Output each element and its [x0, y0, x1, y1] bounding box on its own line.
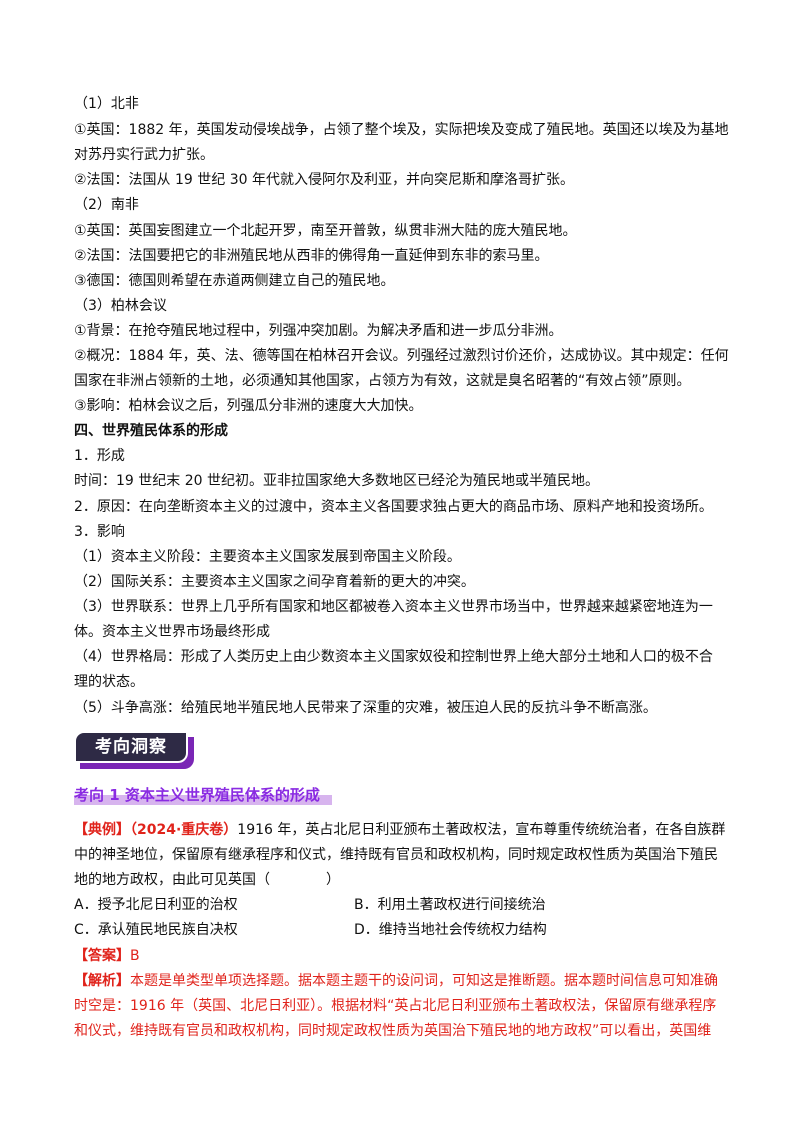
- option-a: A．授予北尼日利亚的治权: [74, 897, 238, 913]
- direction-title: 考向 1 资本主义世界殖民体系的形成: [74, 786, 320, 804]
- paragraph: （1）资本主义阶段：主要资本主义国家发展到帝国主义阶段。: [74, 549, 461, 565]
- paragraph: ②法国：法国要把它的非洲殖民地从西非的佛得角一直延伸到东非的索马里。: [74, 248, 549, 264]
- section-badge: 考向洞察: [74, 731, 200, 771]
- answer-value: B: [130, 948, 140, 964]
- option-b: B．利用土著政权进行间接统治: [354, 897, 546, 913]
- option-d: D．维持当地社会传统权力结构: [354, 922, 547, 938]
- paragraph: 对苏丹实行武力扩张。: [74, 147, 214, 163]
- answer-tag: 【答案】: [74, 948, 130, 964]
- paragraph: （4）世界格局：形成了人类历史上由少数资本主义国家奴役和控制世界上绝大部分土地和…: [74, 649, 713, 665]
- paragraph: ①英国：1882 年，英国发动侵埃战争，占领了整个埃及，实际把埃及变成了殖民地。…: [74, 122, 729, 138]
- question-text: 中的神圣地位，保留原有继承程序和仪式，维持既有官员和政权机构，同时规定政权性质为…: [74, 847, 718, 863]
- badge-box: [74, 731, 188, 763]
- section-heading: 四、世界殖民体系的形成: [74, 423, 228, 439]
- paragraph: 3．影响: [74, 524, 125, 540]
- paragraph: 1．形成: [74, 448, 125, 464]
- analysis-text: 和仪式，维持既有官员和政权机构，同时规定政权性质为英国治下殖民地的地方政权”可以…: [74, 1023, 712, 1039]
- heading-berlin-conference: （3）柏林会议: [74, 298, 167, 314]
- paragraph: ③影响：柏林会议之后，列强瓜分非洲的速度大大加快。: [74, 398, 423, 414]
- analysis-text: 时空是：1916 年（英国、北尼日利亚）。根据材料“英占北尼日利亚颁布土著政权法…: [74, 998, 717, 1014]
- paragraph: （3）世界联系：世界上几乎所有国家和地区都被卷入资本主义世界市场当中，世界越来越…: [74, 599, 713, 615]
- paragraph: 理的状态。: [74, 674, 144, 690]
- answer-line: 【答案】B: [74, 946, 140, 966]
- direction-heading: 考向 1 资本主义世界殖民体系的形成: [74, 781, 734, 811]
- heading-south-africa: （2）南非: [74, 197, 139, 213]
- analysis-tag: 【解析】: [74, 973, 130, 989]
- example-source: （2024·重庆卷）: [130, 822, 238, 838]
- example-tag: 【典例】: [74, 822, 130, 838]
- badge-label: 考向洞察: [95, 737, 167, 757]
- example-question-line: 【典例】（2024·重庆卷）1916 年，英占北尼日利亚颁布土著政权法，宣布尊重…: [74, 820, 725, 840]
- paragraph: 国家在非洲占领新的土地，必须通知其他国家，占领方为有效，这就是臭名昭著的“有效占…: [74, 373, 691, 389]
- heading-highlight: [74, 795, 332, 805]
- paragraph: 时间：19 世纪末 20 世纪初。亚非拉国家绝大多数地区已经沦为殖民地或半殖民地…: [74, 473, 599, 489]
- paragraph: （2）国际关系：主要资本主义国家之间孕育着新的更大的冲突。: [74, 574, 475, 590]
- heading-north-africa: （1）北非: [74, 96, 139, 112]
- paragraph: ①英国：英国妄图建立一个北起开罗，南至开普敦，纵贯非洲大陆的庞大殖民地。: [74, 223, 577, 239]
- question-text: 地的地方政权，由此可见英国（ ）: [74, 872, 340, 888]
- paragraph: ②法国：法国从 19 世纪 30 年代就入侵阿尔及利亚，并向突尼斯和摩洛哥扩张。: [74, 172, 574, 188]
- paragraph: ③德国：德国则希望在赤道两侧建立自己的殖民地。: [74, 273, 395, 289]
- paragraph: ②概况：1884 年，英、法、德等国在柏林召开会议。列强经过激烈讨价还价，达成协…: [74, 348, 729, 364]
- paragraph: 体。资本主义世界市场最终形成: [74, 624, 270, 640]
- option-c: C．承认殖民地民族自决权: [74, 922, 238, 938]
- paragraph: （5）斗争高涨：给殖民地半殖民地人民带来了深重的灾难，被压迫人民的反抗斗争不断高…: [74, 700, 657, 716]
- analysis-line: 【解析】本题是单类型单项选择题。据本题主题干的设问词，可知这是推断题。据本题时间…: [74, 971, 718, 991]
- analysis-text: 本题是单类型单项选择题。据本题主题干的设问词，可知这是推断题。据本题时间信息可知…: [130, 973, 718, 989]
- paragraph: ①背景：在抢夺殖民地过程中，列强冲突加剧。为解决矛盾和进一步瓜分非洲。: [74, 323, 563, 339]
- question-text: 1916 年，英占北尼日利亚颁布土著政权法，宣布尊重传统统治者，在各自族群: [237, 822, 726, 838]
- paragraph: 2．原因：在向垄断资本主义的过渡中，资本主义各国要求独占更大的商品市场、原料产地…: [74, 499, 713, 515]
